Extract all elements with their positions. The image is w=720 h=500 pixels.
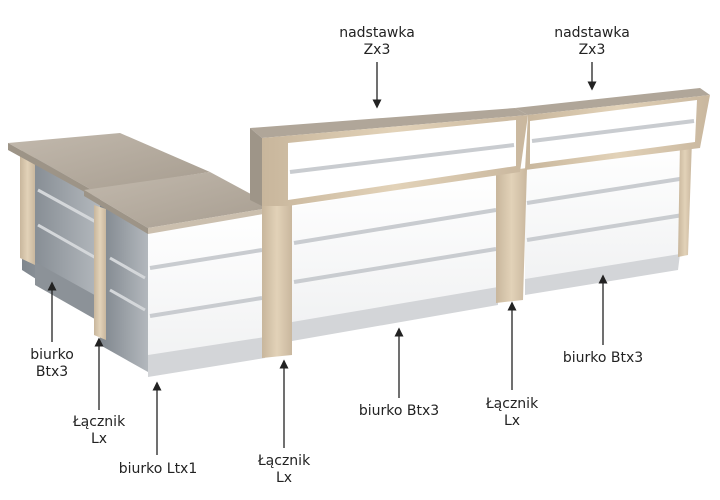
- label-hutch-right-line1: nadstawka: [554, 25, 630, 41]
- label-lacznik-2: Łącznik Lx: [247, 453, 321, 487]
- corner-desk-top-front: [148, 207, 275, 234]
- right-desk-rail-2: [526, 213, 684, 242]
- hutch-right-top: [515, 88, 710, 115]
- label-biurko-left-line1: biurko: [30, 347, 74, 363]
- corner-desk-front-panel: [148, 212, 265, 358]
- label-hutch-right: nadstawka Zx3: [552, 25, 632, 59]
- corner-desk-rail-1: [109, 256, 146, 280]
- corner-desk-rail-2: [109, 288, 146, 312]
- label-hutch-left-line1: nadstawka: [339, 25, 415, 41]
- middle-desk-rail-1: [293, 208, 497, 245]
- corner-desk-base: [148, 337, 265, 377]
- label-biurko-ltx1-line1: biurko Ltx1: [118, 461, 198, 477]
- left-desk-end-post: [20, 150, 35, 265]
- label-hutch-left-line2: Zx3: [363, 42, 391, 58]
- label-biurko-mid-line1: biurko Btx3: [358, 403, 440, 419]
- left-desk-rail-1: [37, 188, 97, 224]
- hutch-left-side: [250, 128, 262, 206]
- label-lacznik-2-line2: Lx: [275, 470, 293, 486]
- left-desk-rail-2: [37, 223, 97, 260]
- hutch-left-rail: [289, 143, 515, 174]
- left-desk-top: [8, 133, 210, 190]
- connector-post-3: [496, 168, 527, 303]
- label-biurko-mid: biurko Btx3: [349, 403, 449, 420]
- hutch-right-rail: [531, 119, 695, 143]
- left-desk-base: [35, 262, 100, 322]
- label-biurko-right: biurko Btx3: [553, 350, 653, 367]
- corner-desk-front-rail-2: [149, 296, 263, 318]
- left-return-desk: [20, 150, 100, 322]
- annotation-arrows: [47, 62, 608, 455]
- hutch-left: [250, 108, 528, 206]
- middle-desk-base: [292, 287, 498, 341]
- label-lacznik-1: Łącznik Lx: [62, 414, 136, 448]
- right-desk-front-panel: [525, 143, 690, 280]
- corner-desk-top-edge: [84, 190, 148, 234]
- label-lacznik-1-line2: Lx: [90, 431, 108, 447]
- middle-desk: [292, 172, 498, 341]
- label-hutch-right-line2: Zx3: [578, 42, 606, 58]
- left-desk-top-edge: [8, 143, 92, 196]
- corner-desk-front-rail-1: [149, 248, 263, 270]
- right-desk-end-post: [678, 140, 692, 257]
- label-biurko-left: biurko Btx3: [20, 347, 84, 381]
- label-biurko-right-line1: biurko Btx3: [562, 350, 644, 366]
- right-desk-rail-1: [526, 176, 687, 205]
- hutch-left-top: [250, 108, 528, 138]
- connector-post-2: [262, 200, 292, 358]
- label-biurko-ltx1: biurko Ltx1: [108, 461, 208, 478]
- label-lacznik-2-line1: Łącznik: [257, 453, 311, 469]
- corner-desk-top: [84, 172, 275, 228]
- label-lacznik-1-line1: Łącznik: [72, 414, 126, 430]
- middle-desk-front-panel: [292, 172, 498, 323]
- label-hutch-left: nadstawka Zx3: [337, 25, 417, 59]
- middle-desk-rail-2: [293, 247, 497, 284]
- label-biurko-left-line2: Btx3: [35, 364, 69, 380]
- connector-post-1: [94, 205, 106, 340]
- label-lacznik-3: Łącznik Lx: [475, 396, 549, 430]
- label-lacznik-3-line2: Lx: [503, 413, 521, 429]
- corner-desk-side-panel: [100, 205, 148, 372]
- label-lacznik-3-line1: Łącznik: [485, 396, 539, 412]
- corner-desk: [94, 205, 265, 377]
- hutch-right: [515, 88, 710, 170]
